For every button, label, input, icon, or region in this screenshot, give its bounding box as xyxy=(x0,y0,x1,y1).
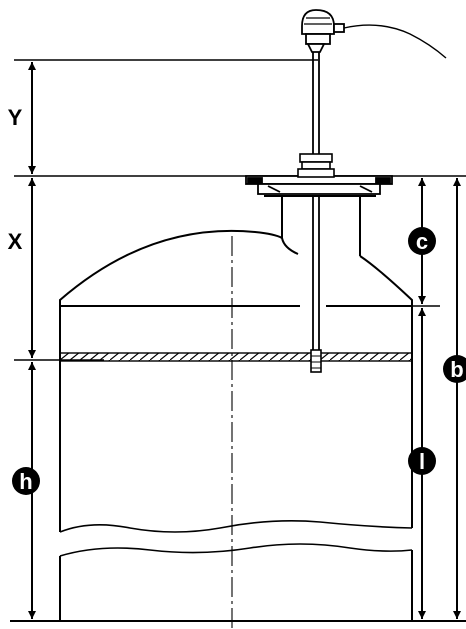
tank-dome-right xyxy=(359,255,413,306)
probe-head xyxy=(301,9,447,59)
label-y: Y xyxy=(8,105,23,130)
flange xyxy=(245,175,393,195)
badge-h: h xyxy=(12,467,40,495)
badge-b: b xyxy=(443,355,466,383)
probe xyxy=(297,50,335,373)
tank-break-upper xyxy=(59,520,413,533)
badge-c: c xyxy=(408,227,436,255)
level-band xyxy=(59,352,413,362)
tank xyxy=(59,229,413,621)
probe-cable xyxy=(343,24,447,59)
badge-l: l xyxy=(408,447,436,475)
reference-lines xyxy=(10,59,466,622)
label-c: c xyxy=(416,229,428,254)
label-h: h xyxy=(19,469,32,494)
label-l: l xyxy=(419,449,425,474)
dimension-arrows xyxy=(28,62,461,619)
dimension-labels: Y X xyxy=(4,104,26,254)
label-b: b xyxy=(450,357,463,382)
tank-dome xyxy=(59,229,283,306)
nozzle xyxy=(264,195,376,256)
tank-break-lower xyxy=(59,543,413,557)
label-x: X xyxy=(8,229,23,254)
